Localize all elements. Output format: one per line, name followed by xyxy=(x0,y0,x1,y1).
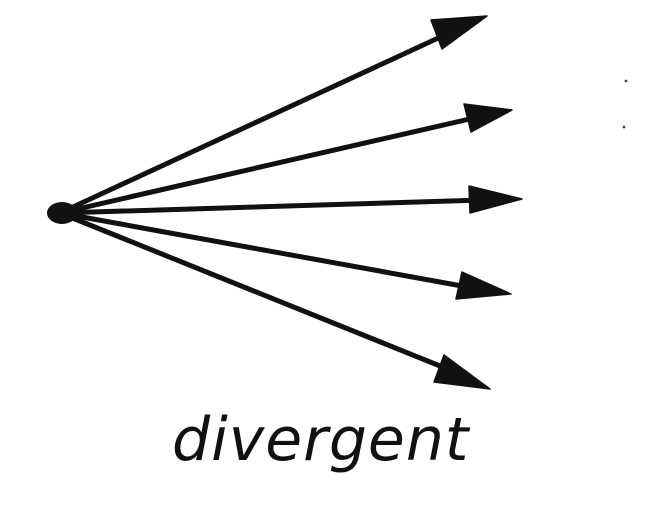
arrow-1-head xyxy=(430,15,488,50)
arrow-2 xyxy=(57,103,513,216)
arrow-1 xyxy=(57,15,488,216)
arrow-3-head xyxy=(468,185,523,214)
arrow-3-shaft xyxy=(57,197,486,216)
arrow-4-shaft xyxy=(57,210,476,291)
arrow-5-head xyxy=(433,354,491,390)
diagram-caption: divergent xyxy=(172,405,471,475)
arrow-2-shaft xyxy=(57,115,477,216)
arrow-2-head xyxy=(463,103,513,133)
origin-point xyxy=(47,202,77,224)
arrow-5 xyxy=(57,210,491,390)
arrow-4-head xyxy=(455,271,512,300)
speck-2 xyxy=(622,125,626,129)
arrow-5-shaft xyxy=(57,210,453,373)
speck-1 xyxy=(624,79,628,83)
arrow-1-shaft xyxy=(57,30,452,216)
arrow-3 xyxy=(57,185,523,216)
arrow-4 xyxy=(57,210,512,300)
